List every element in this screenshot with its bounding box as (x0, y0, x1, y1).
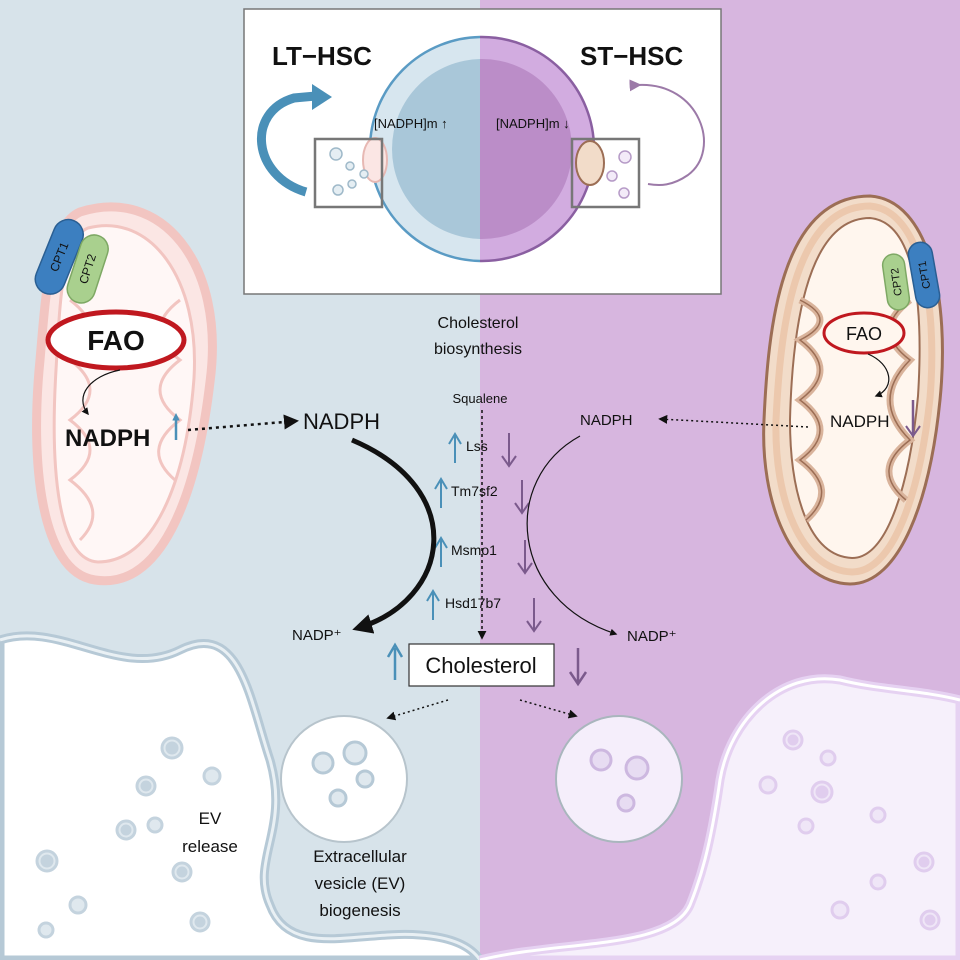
arrow-to-lt-ev (386, 699, 449, 721)
pathway-title-line2: biosynthesis (434, 341, 522, 358)
st-nadph-mito-level: [NADPH]m ↓ (496, 116, 570, 131)
enzyme-msmo1: Msmo1 (451, 542, 497, 558)
lt-hsc-nucleus (392, 59, 480, 239)
ev-release-line2: release (182, 837, 238, 856)
st-fao-label: FAO (846, 324, 882, 344)
lt-hsc-label: LT−HSC (272, 41, 372, 71)
ev-release-line1: EV (199, 809, 222, 828)
st-cell-vesicles (758, 729, 941, 931)
ev-biogenesis-line2: vesicle (EV) (315, 874, 406, 893)
cholesterol-label: Cholesterol (425, 653, 536, 678)
st-cpt2-label: CPT2 (889, 267, 905, 297)
lt-cell-membrane (0, 631, 486, 960)
st-inset-zoom-box (570, 137, 641, 209)
hsc-inset: LT−HSC ST−HSC [NADPH]m ↑ [NADPH]m ↓ (243, 8, 722, 295)
lt-mito-nadph-label: NADPH (65, 425, 150, 452)
st-mito-nadph-label: NADPH (830, 412, 890, 431)
ev-biogenesis-line3: biogenesis (319, 901, 400, 920)
enzyme-tm7sf2: Tm7sf2 (451, 483, 498, 499)
st-fao-ring (822, 311, 906, 355)
enzyme-hsd17b7: Hsd17b7 (445, 595, 501, 611)
st-extracellular-vesicle (555, 715, 683, 843)
st-hsc-label: ST−HSC (580, 41, 684, 71)
lt-enzyme-up-arrows (386, 432, 462, 680)
st-cpt2-protein: CPT2 (881, 253, 911, 311)
lt-self-renewal-arrowhead (312, 84, 332, 110)
lt-cpt1-protein: CPT1 (34, 218, 84, 295)
ev-biogenesis-line1: Extracellular (313, 847, 407, 866)
lt-inset-vesicles (329, 147, 369, 196)
cholesterol-box (408, 643, 555, 687)
lt-fao-ring (45, 309, 187, 371)
enzyme-lss: Lss (466, 438, 488, 454)
lt-cytosol-nadph-label: NADPH (303, 409, 380, 434)
st-cpt1-protein: CPT1 (907, 241, 941, 309)
st-inset-mito (575, 140, 605, 186)
lt-inset-zoom-box (313, 137, 384, 209)
lt-nadph-mito-level: [NADPH]m ↑ (374, 116, 448, 131)
st-self-renewal-arrow (629, 79, 705, 186)
lt-extracellular-vesicle (280, 715, 408, 843)
lt-nadph-consumption-arrow (351, 437, 437, 634)
squalene-label: Squalene (453, 391, 508, 406)
st-mitochondrion (762, 194, 944, 586)
lt-cpt2-protein: CPT2 (66, 234, 109, 304)
lt-cell-vesicles (35, 736, 222, 939)
st-enzyme-down-arrows (501, 433, 588, 687)
st-fao-to-nadph-arrow (867, 353, 890, 398)
st-nadph-consumption-arrow (526, 435, 618, 636)
st-cytosol-nadph-label: NADPH (580, 412, 633, 429)
st-cpt1-label: CPT1 (917, 260, 934, 290)
st-cell-membrane (478, 674, 960, 960)
st-hsc-nucleus (480, 59, 572, 239)
pathway-title-line1: Cholesterol (438, 315, 519, 332)
st-nadp-label: NADP⁺ (627, 628, 677, 645)
lt-self-renewal-arrow (257, 91, 317, 197)
lt-fao-to-nadph-arrow (81, 369, 121, 416)
lt-nadp-label: NADP⁺ (292, 627, 342, 644)
lt-fao-label: FAO (87, 325, 145, 356)
down-arrow-icon (905, 425, 921, 438)
st-inset-vesicles (606, 150, 632, 199)
